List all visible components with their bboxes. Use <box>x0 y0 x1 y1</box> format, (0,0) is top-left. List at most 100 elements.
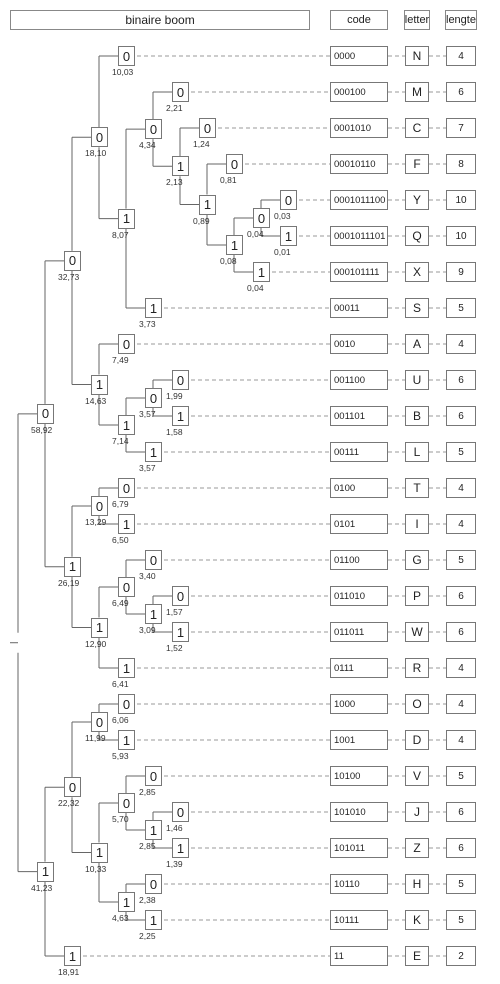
code-cell: 01100 <box>330 550 388 570</box>
code-cell: 10100 <box>330 766 388 786</box>
node-weight: 18,10 <box>85 148 107 159</box>
tree-node-1: 1 <box>145 820 162 840</box>
node-weight: 6,41 <box>112 679 129 689</box>
code-cell: 011011 <box>330 622 388 642</box>
letter-cell: V <box>405 766 429 786</box>
node-weight: 18,91 <box>58 967 80 977</box>
letter-cell: W <box>405 622 429 642</box>
length-cell: 4 <box>446 478 476 498</box>
node-weight: 1,52 <box>166 643 183 653</box>
letter-cell: G <box>405 550 429 570</box>
tree-node-0: 0 <box>172 802 189 822</box>
code-cell: 11 <box>330 946 388 966</box>
node-weight: 1,24 <box>193 139 210 149</box>
node-weight: 32,73 <box>58 271 80 282</box>
letter-cell: Q <box>405 226 429 246</box>
length-cell: 10 <box>446 226 476 246</box>
tree-node-1: 1 <box>64 556 81 577</box>
code-cell: 0001011100 <box>330 190 388 210</box>
length-cell: 6 <box>446 622 476 642</box>
code-cell: 0101 <box>330 514 388 534</box>
node-weight: 3,09 <box>139 625 156 635</box>
letter-cell: I <box>405 514 429 534</box>
tree-node-0: 0 <box>145 550 162 570</box>
code-cell: 10110 <box>330 874 388 894</box>
tree-node-0: 0 <box>199 118 216 138</box>
length-cell: 4 <box>446 514 476 534</box>
letter-cell: L <box>405 442 429 462</box>
tree-node-0: 0 <box>253 208 270 228</box>
tree-node-0: 0 <box>118 334 135 354</box>
code-cell: 0010 <box>330 334 388 354</box>
tree-node-0: 0 <box>145 119 162 140</box>
tree-node-1: 1 <box>64 946 81 966</box>
tree-node-1: 1 <box>118 658 135 678</box>
length-cell: 6 <box>446 406 476 426</box>
letter-cell: B <box>405 406 429 426</box>
node-weight: 14,63 <box>85 395 107 406</box>
tree-node-1: 1 <box>280 226 297 246</box>
node-weight: 3,73 <box>139 319 156 329</box>
node-weight: 1,46 <box>166 823 183 833</box>
length-cell: 5 <box>446 550 476 570</box>
tree-node-0: 0 <box>172 82 189 102</box>
tree-node-1: 1 <box>118 415 135 435</box>
letter-cell: D <box>405 730 429 750</box>
code-cell: 00111 <box>330 442 388 462</box>
node-weight: 2,21 <box>166 103 183 113</box>
node-weight: 3,57 <box>139 463 156 473</box>
node-weight: 6,49 <box>112 598 129 608</box>
letter-cell: F <box>405 154 429 174</box>
tree-node-1: 1 <box>118 208 135 229</box>
letter-cell: Y <box>405 190 429 210</box>
tree-node-1: 1 <box>172 156 189 177</box>
code-cell: 000100 <box>330 82 388 102</box>
code-cell: 001100 <box>330 370 388 390</box>
code-cell: 0001011101 <box>330 226 388 246</box>
length-cell: 8 <box>446 154 476 174</box>
code-cell: 10111 <box>330 910 388 930</box>
node-weight: 7,14 <box>112 436 129 446</box>
tree-node-0: 0 <box>64 250 81 271</box>
node-weight: 2,38 <box>139 895 156 905</box>
code-cell: 0111 <box>330 658 388 678</box>
length-cell: 4 <box>446 334 476 354</box>
node-weight: 1,39 <box>166 859 183 869</box>
tree-node-1: 1 <box>118 514 135 534</box>
length-column-header: lengte <box>445 10 477 30</box>
length-cell: 9 <box>446 262 476 282</box>
node-weight: 0,04 <box>247 229 264 239</box>
letter-cell: E <box>405 946 429 966</box>
letter-cell: S <box>405 298 429 318</box>
letter-cell: U <box>405 370 429 390</box>
letter-cell: C <box>405 118 429 138</box>
code-cell: 00011 <box>330 298 388 318</box>
letter-column-header: letter <box>404 10 430 30</box>
node-weight: 12,90 <box>85 638 107 649</box>
code-cell: 1000 <box>330 694 388 714</box>
tree-node-0: 0 <box>145 874 162 894</box>
length-cell: 7 <box>446 118 476 138</box>
node-weight: 3,57 <box>139 409 156 419</box>
letter-cell: N <box>405 46 429 66</box>
tree-node-0: 0 <box>118 694 135 714</box>
tree-node-0: 0 <box>37 403 54 424</box>
node-weight: 0,89 <box>193 215 210 226</box>
tree-node-0: 0 <box>145 388 162 408</box>
code-cell: 001101 <box>330 406 388 426</box>
letter-cell: P <box>405 586 429 606</box>
node-weight: 10,33 <box>85 863 107 874</box>
code-cell: 000101111 <box>330 262 388 282</box>
node-weight: 0,01 <box>274 247 291 257</box>
tree-node-1: 1 <box>91 374 108 395</box>
tree-node-1: 1 <box>145 298 162 318</box>
tree-node-1: 1 <box>253 262 270 282</box>
tree-node-1: 1 <box>118 730 135 750</box>
tree-node-1: 1 <box>226 235 243 255</box>
node-weight: 13,29 <box>85 517 107 527</box>
length-cell: 6 <box>446 586 476 606</box>
code-cell: 011010 <box>330 586 388 606</box>
length-cell: 6 <box>446 82 476 102</box>
node-weight: 8,07 <box>112 229 129 240</box>
